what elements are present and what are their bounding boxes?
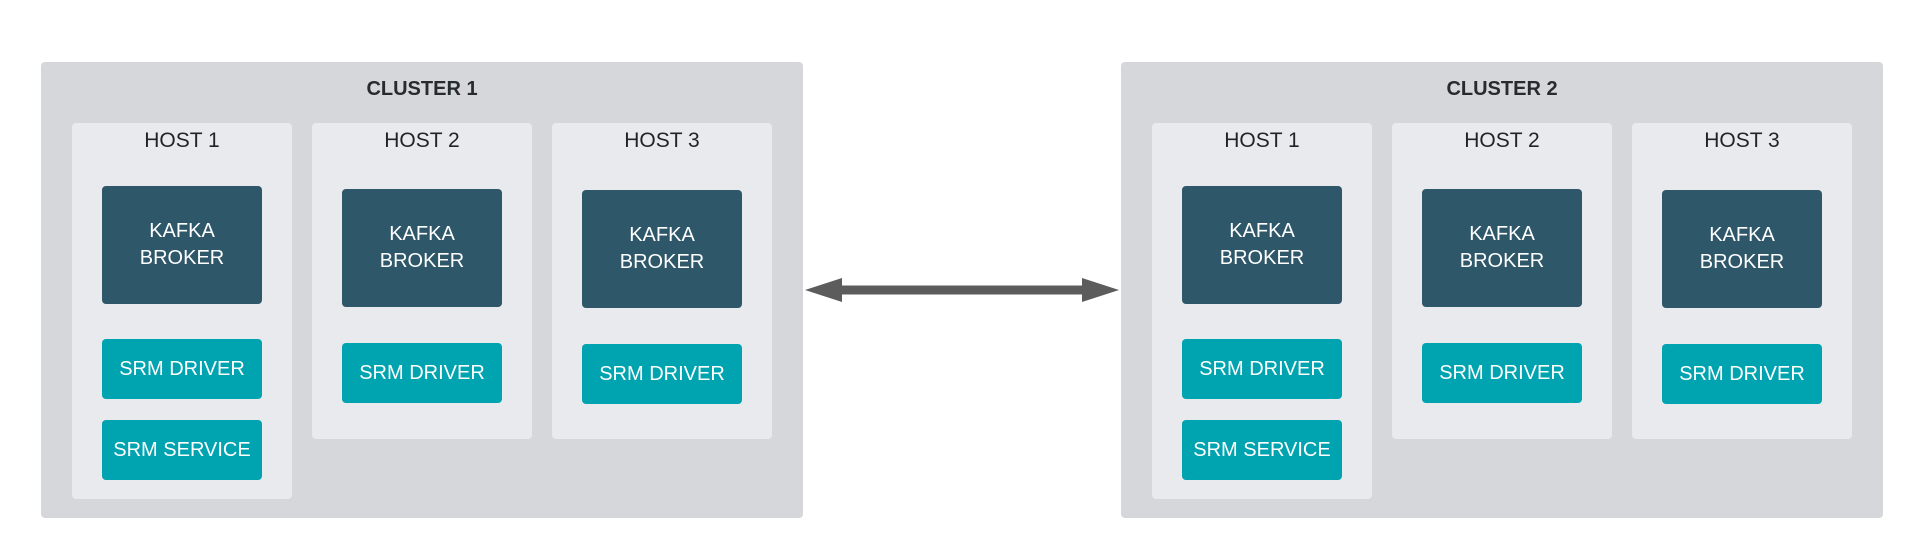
- srm-driver: SRM DRIVER: [1662, 344, 1822, 404]
- srm-driver: SRM DRIVER: [582, 344, 742, 404]
- cluster-2-host-3: HOST 3 KAFKA BROKER SRM DRIVER: [1632, 123, 1852, 439]
- cluster-title: CLUSTER 2: [1446, 78, 1558, 100]
- cluster-1-host-2: HOST 2 KAFKA BROKER SRM DRIVER: [312, 123, 532, 439]
- host-title: HOST 2: [384, 129, 460, 152]
- cluster-2-host-1: HOST 1 KAFKA BROKER SRM DRIVER SRM SERVI…: [1152, 123, 1372, 499]
- host-title: HOST 3: [624, 129, 700, 152]
- srm-service: SRM SERVICE: [102, 420, 262, 480]
- cluster-1-host-3: HOST 3 KAFKA BROKER SRM DRIVER: [552, 123, 772, 439]
- kafka-broker: KAFKA BROKER: [1182, 186, 1342, 304]
- host-title: HOST 2: [1464, 129, 1540, 152]
- host-title: HOST 1: [1224, 129, 1300, 152]
- cluster-1: CLUSTER 1 HOST 1 KAFKA BROKER SRM DRIVER…: [41, 62, 803, 518]
- kafka-broker: KAFKA BROKER: [1422, 189, 1582, 307]
- srm-driver: SRM DRIVER: [1422, 343, 1582, 403]
- cluster-1-host-1: HOST 1 KAFKA BROKER SRM DRIVER SRM SERVI…: [72, 123, 292, 499]
- arrow-head-right: [1082, 278, 1119, 302]
- srm-service: SRM SERVICE: [1182, 420, 1342, 480]
- host-title: HOST 3: [1704, 129, 1780, 152]
- srm-driver: SRM DRIVER: [342, 343, 502, 403]
- kafka-broker: KAFKA BROKER: [342, 189, 502, 307]
- srm-driver: SRM DRIVER: [1182, 339, 1342, 399]
- kafka-broker: KAFKA BROKER: [102, 186, 262, 304]
- kafka-broker: KAFKA BROKER: [1662, 190, 1822, 308]
- cluster-2-host-2: HOST 2 KAFKA BROKER SRM DRIVER: [1392, 123, 1612, 439]
- kafka-broker: KAFKA BROKER: [582, 190, 742, 308]
- srm-driver: SRM DRIVER: [102, 339, 262, 399]
- arrow-head-left: [805, 278, 842, 302]
- cluster-2: CLUSTER 2 HOST 1 KAFKA BROKER SRM DRIVER…: [1121, 62, 1883, 518]
- host-title: HOST 1: [144, 129, 220, 152]
- cluster-title: CLUSTER 1: [366, 78, 478, 100]
